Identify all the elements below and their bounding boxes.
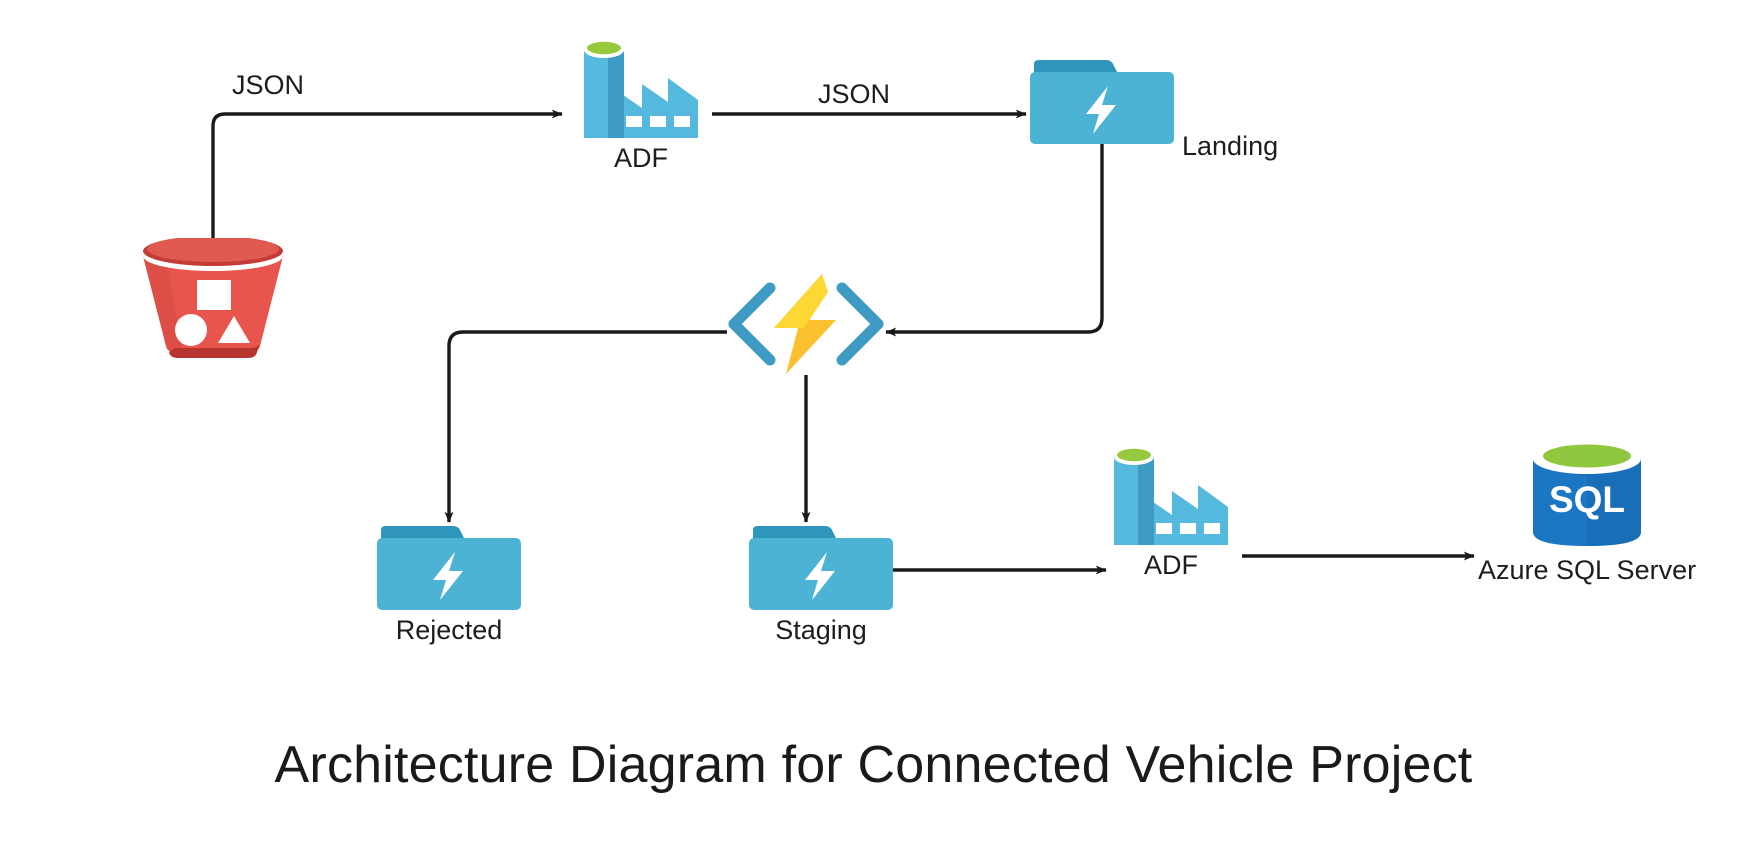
factory-icon [584,41,698,138]
database-icon: SQL [1533,444,1642,546]
node-label-staging: Staging [775,615,867,645]
node-label-adf-top: ADF [614,143,668,173]
node-azure-sql-server[interactable]: SQL Azure SQL Server [1478,442,1696,586]
node-label-landing: Landing [1182,131,1279,161]
azure-function-icon [728,274,884,374]
folder-icon [749,526,893,610]
edge-bucket-to-adf [211,109,563,238]
node-label-sql: Azure SQL Server [1478,555,1697,585]
diagram-title: Architecture Diagram for Connected Vehic… [274,736,1473,794]
edge-label-json-2: JSON [818,79,891,109]
node-label-rejected: Rejected [395,615,503,645]
node-s3-bucket[interactable] [133,238,293,360]
node-label-adf-bottom: ADF [1144,550,1198,580]
folder-icon [377,526,521,610]
edge-label-json-1: JSON [232,70,305,100]
node-adf-top[interactable]: ADF [570,38,712,174]
node-adf-bottom[interactable]: ADF [1100,445,1242,581]
node-landing[interactable]: Landing [1030,60,1278,161]
node-staging[interactable]: Staging [749,526,893,646]
node-azure-function[interactable] [724,272,888,376]
sql-wordmark: SQL [1549,479,1625,520]
node-rejected[interactable]: Rejected [377,526,521,646]
factory-icon [1114,448,1228,545]
folder-icon [1030,60,1174,144]
s3-bucket-icon [143,238,283,358]
edge-function-to-rejected [444,330,727,523]
edge-landing-to-function [885,142,1104,337]
